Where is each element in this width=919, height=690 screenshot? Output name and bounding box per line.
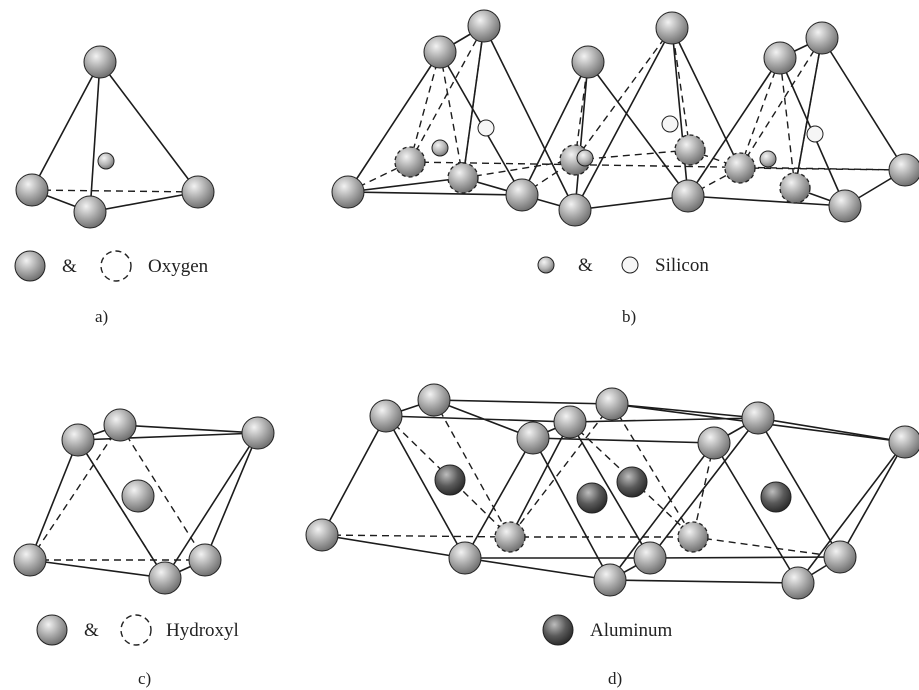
- oxygen-atom-back: [447, 162, 479, 194]
- legend-c-amp: &: [84, 620, 99, 641]
- hydroxyl-atom: [448, 541, 482, 575]
- panel-a-bonds: [31, 61, 199, 213]
- silicon-atom-open: [477, 119, 495, 137]
- panel-a-tetrahedron: [15, 45, 215, 229]
- hydroxyl-atom: [888, 425, 919, 459]
- oxygen-atom: [671, 179, 705, 213]
- silicon-atom: [759, 150, 777, 168]
- oxygen-atom: [15, 173, 49, 207]
- silicon-atom: [576, 149, 594, 167]
- panel-c-octahedron: [13, 408, 275, 595]
- oxygen-atom: [571, 45, 605, 79]
- aluminum-atom: [576, 482, 608, 514]
- hydroxyl-atom: [697, 426, 731, 460]
- panel-d-bonds: [321, 399, 906, 584]
- oxygen-legend-dashed-icon: [100, 250, 132, 282]
- panel-c-caption: c): [138, 669, 151, 688]
- silicon-atom: [97, 152, 115, 170]
- oxygen-atom: [83, 45, 117, 79]
- oxygen-atom: [331, 175, 365, 209]
- legend-a-amp: &: [62, 256, 77, 277]
- hydroxyl-legend-dashed-icon: [120, 614, 152, 646]
- oxygen-legend-solid-icon: [14, 250, 46, 282]
- oxygen-atom: [467, 9, 501, 43]
- oxygen-atom: [888, 153, 919, 187]
- legend-c-label: Hydroxyl: [166, 620, 239, 641]
- hydroxyl-atom: [13, 543, 47, 577]
- hydroxyl-atom: [593, 563, 627, 597]
- silicon-atom-open: [806, 125, 824, 143]
- panel-d-octahedral-sheet: [305, 383, 919, 600]
- hydroxyl-atom-back: [494, 521, 526, 553]
- oxygen-atom-back: [394, 146, 426, 178]
- hydroxyl-atom: [369, 399, 403, 433]
- oxygen-atom: [181, 175, 215, 209]
- oxygen-atom: [73, 195, 107, 229]
- legend-a-label: Oxygen: [148, 256, 209, 277]
- legend-c: & Hydroxyl: [36, 614, 239, 646]
- legend-d: Aluminum: [542, 614, 673, 646]
- silicon-legend-open-icon: [621, 256, 639, 274]
- hydroxyl-atom: [417, 383, 451, 417]
- aluminum-atom: [616, 466, 648, 498]
- legend-b: & Silicon: [537, 255, 709, 276]
- oxygen-atom: [805, 21, 839, 55]
- oxygen-atom-back: [724, 152, 756, 184]
- oxygen-atom: [655, 11, 689, 45]
- aluminum-atom: [760, 481, 792, 513]
- hydroxyl-atom: [148, 561, 182, 595]
- silicon-atom: [431, 139, 449, 157]
- hydroxyl-atom: [553, 405, 587, 439]
- aluminum-legend-icon: [542, 614, 574, 646]
- legend-b-label: Silicon: [655, 255, 709, 276]
- hydroxyl-legend-solid-icon: [36, 614, 68, 646]
- hydroxyl-atom: [823, 540, 857, 574]
- hydroxyl-atom: [241, 416, 275, 450]
- oxygen-atom-back: [674, 134, 706, 166]
- hydroxyl-atom: [741, 401, 775, 435]
- oxygen-atom-back: [779, 172, 811, 204]
- legend-d-label: Aluminum: [590, 620, 673, 641]
- oxygen-atom: [505, 178, 539, 212]
- aluminum-atom: [434, 464, 466, 496]
- hydroxyl-atom: [61, 423, 95, 457]
- legend-b-amp: &: [578, 255, 593, 276]
- hydroxyl-atom: [595, 387, 629, 421]
- legend-a: & Oxygen: [14, 250, 209, 282]
- silicon-legend-solid-icon: [537, 256, 555, 274]
- aluminum-atom-light: [121, 479, 155, 513]
- oxygen-atom: [423, 35, 457, 69]
- silicon-atom-open: [661, 115, 679, 133]
- panel-b-caption: b): [622, 307, 636, 326]
- panel-b-tetrahedral-sheet: [331, 9, 919, 227]
- hydroxyl-atom: [305, 518, 339, 552]
- oxygen-atom: [558, 193, 592, 227]
- oxygen-atom: [763, 41, 797, 75]
- hydroxyl-atom: [103, 408, 137, 442]
- hydroxyl-atom: [188, 543, 222, 577]
- oxygen-atom: [828, 189, 862, 223]
- hydroxyl-atom: [633, 541, 667, 575]
- hydroxyl-atom: [516, 421, 550, 455]
- panel-d-caption: d): [608, 669, 622, 688]
- panel-a-caption: a): [95, 307, 108, 326]
- hydroxyl-atom-back: [677, 521, 709, 553]
- hydroxyl-atom: [781, 566, 815, 600]
